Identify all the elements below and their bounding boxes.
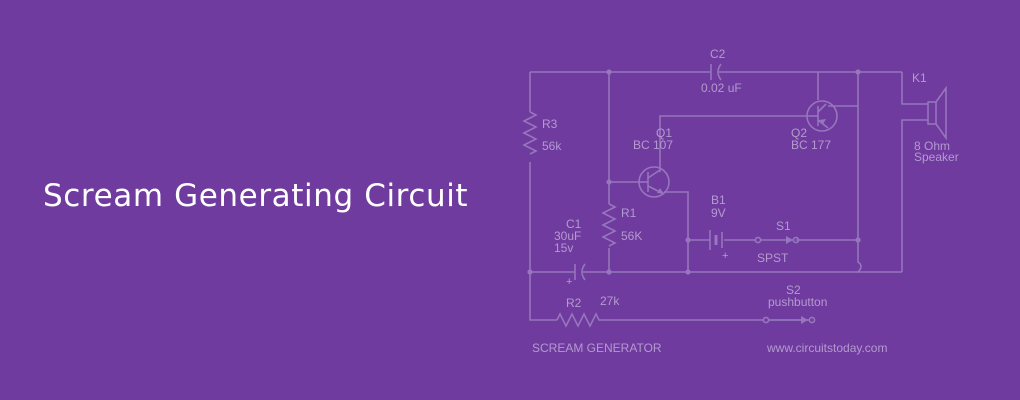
c2-ref-label: C2 xyxy=(710,47,726,61)
r3-ref-label: R3 xyxy=(542,117,558,131)
q2-value-label: BC 177 xyxy=(791,138,831,152)
switch-s2-symbol xyxy=(762,316,816,324)
c1-ref-label: C1 xyxy=(566,217,582,231)
switch-s1-symbol xyxy=(754,236,800,244)
r3-value-label: 56k xyxy=(542,139,562,153)
q1-value-label: BC 107 xyxy=(633,138,673,152)
k1-value-line1: 8 Ohm xyxy=(914,139,950,153)
battery-plus-label: + xyxy=(722,250,728,262)
page-title: Scream Generating Circuit xyxy=(43,178,469,214)
b1-value-label: 9V xyxy=(711,206,726,220)
s1-value-label: SPST xyxy=(757,251,789,265)
k1-ref-label: K1 xyxy=(912,71,927,85)
c1-value-line2: 15v xyxy=(554,241,573,255)
junction-dots xyxy=(527,69,861,275)
q2-ref-label: Q2 xyxy=(791,126,807,140)
s2-value-label: pushbutton xyxy=(768,295,827,309)
k1-value-line2: Speaker xyxy=(914,150,959,164)
component-labels: C2 0.02 uF K1 8 Ohm Speaker R3 56k Q1 BC… xyxy=(532,47,959,355)
s2-ref-label: S2 xyxy=(786,283,801,297)
r1-ref-label: R1 xyxy=(621,206,637,220)
r2-value-label: 27k xyxy=(600,294,620,308)
r1-value-label: 56K xyxy=(621,229,642,243)
r2-ref-label: R2 xyxy=(566,296,582,310)
website-watermark: www.circuitstoday.com xyxy=(766,341,887,355)
capacitor-c2-symbol xyxy=(710,63,722,81)
wires xyxy=(522,71,928,328)
c1-value-line1: 30uF xyxy=(554,229,581,243)
b1-ref-label: B1 xyxy=(711,193,726,207)
transistor-q1-symbol xyxy=(638,166,670,198)
battery-b1-symbol xyxy=(709,230,723,250)
capacitor-plus-label: + xyxy=(566,276,572,288)
schematic-caption: SCREAM GENERATOR xyxy=(532,341,662,355)
s1-ref-label: S1 xyxy=(776,219,791,233)
q1-ref-label: Q1 xyxy=(656,126,672,140)
c2-value-label: 0.02 uF xyxy=(701,81,742,95)
capacitor-c1-symbol xyxy=(574,263,586,281)
transistor-q2-symbol xyxy=(806,100,838,132)
speaker-k1-symbol xyxy=(927,85,947,141)
